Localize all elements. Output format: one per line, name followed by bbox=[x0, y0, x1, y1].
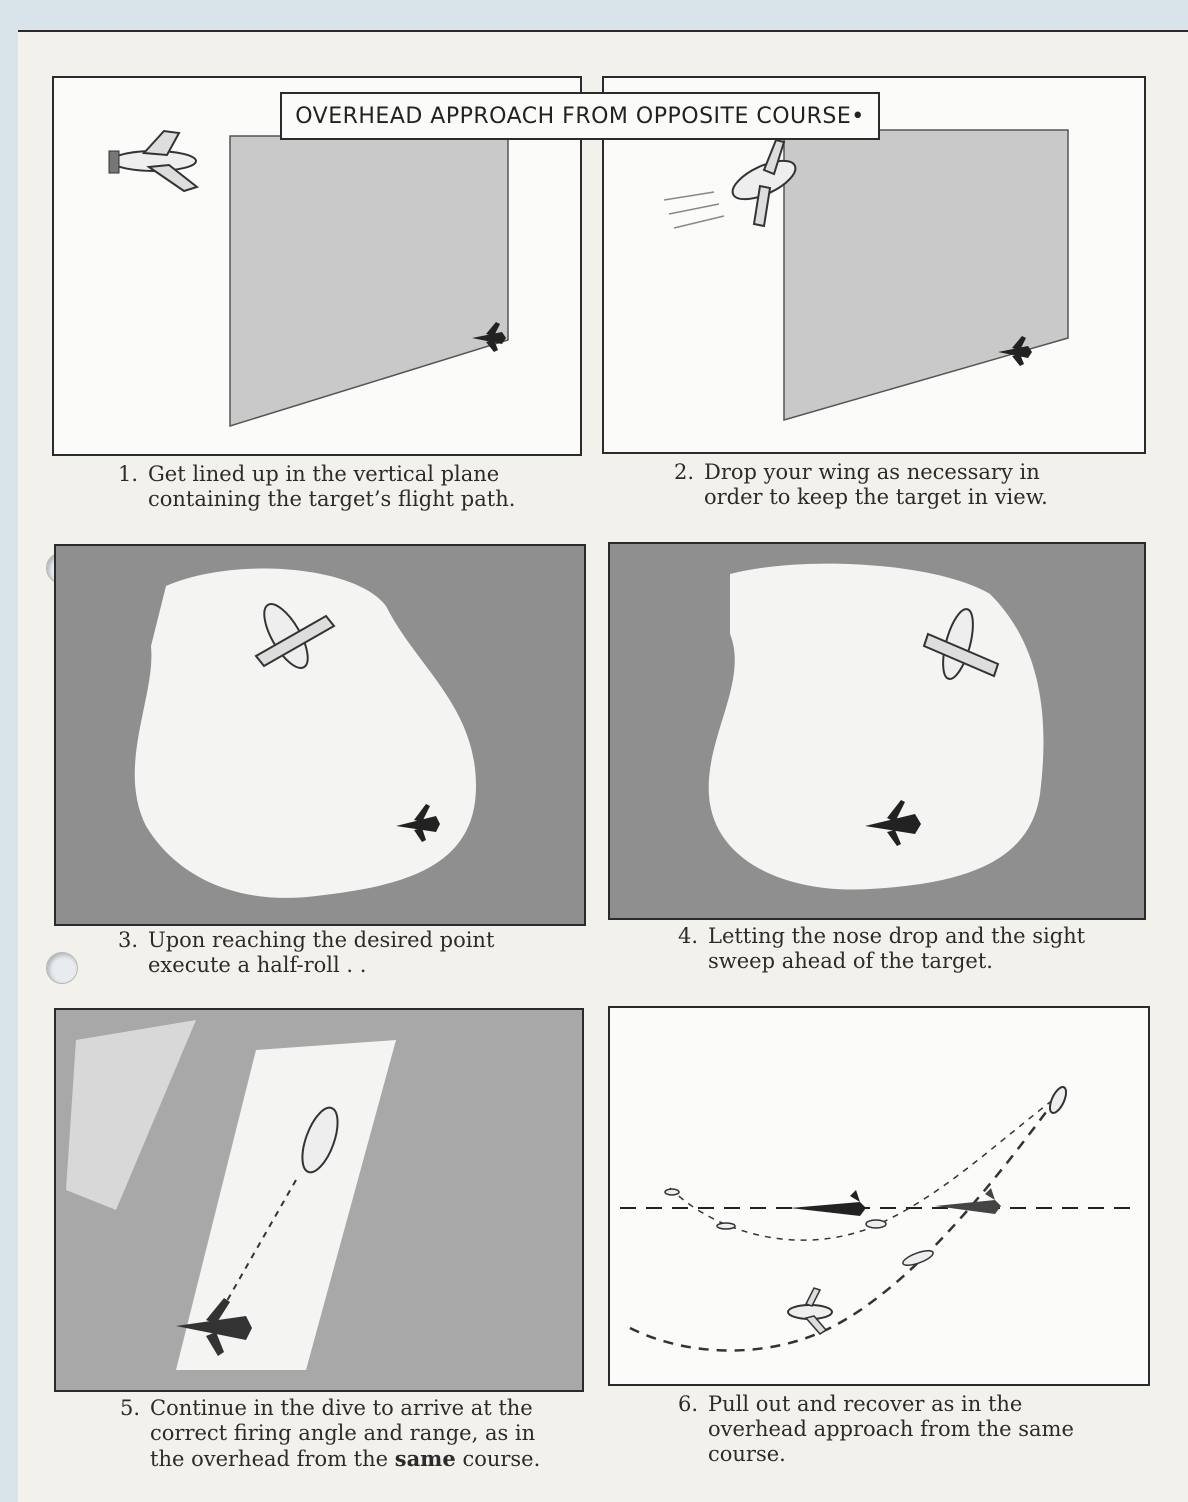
illustration-panel-6 bbox=[608, 1006, 1150, 1386]
firing-line bbox=[215, 1179, 297, 1321]
caption-text: Continue in the dive to arrive at the co… bbox=[150, 1396, 544, 1472]
caption-text: Get lined up in the vertical plane conta… bbox=[148, 462, 516, 511]
illustration-panel-5 bbox=[54, 1008, 584, 1392]
caption-number: 5. bbox=[120, 1396, 141, 1420]
illustration-panel-3 bbox=[54, 544, 586, 926]
caption-text: Upon reaching the desired point execute … bbox=[148, 928, 495, 977]
target-plane-icon bbox=[472, 322, 506, 352]
fighter-plane-diving-icon bbox=[922, 608, 1000, 680]
caption-3: 3. Upon reaching the desired point execu… bbox=[118, 928, 538, 978]
cloud-opening bbox=[708, 563, 1044, 890]
caption-text: Drop your wing as necessary in order to … bbox=[704, 460, 1048, 509]
vertical-plane-shape bbox=[229, 135, 509, 428]
caption-number: 6. bbox=[678, 1392, 699, 1416]
caption-4: 4. Letting the nose drop and the sight s… bbox=[678, 924, 1088, 974]
page-title: OVERHEAD APPROACH FROM OPPOSITE COURSE• bbox=[280, 92, 880, 140]
target-plane-icon bbox=[998, 336, 1032, 366]
target-plane-icon bbox=[396, 804, 440, 842]
vertical-plane-shape bbox=[783, 129, 1069, 421]
caption-text: Pull out and recover as in the overhead … bbox=[708, 1392, 1074, 1466]
caption-1: 1. Get lined up in the vertical plane co… bbox=[118, 462, 538, 512]
fighter-plane-icon bbox=[716, 1222, 736, 1230]
caption-number: 2. bbox=[674, 460, 695, 484]
fighter-plane-icon bbox=[902, 1250, 934, 1266]
fighter-plane-rolling-icon bbox=[254, 603, 336, 669]
target-plane-icon bbox=[176, 1298, 252, 1356]
fighter-plane-banking-icon bbox=[663, 138, 797, 229]
fighter-plane-icon bbox=[1048, 1086, 1068, 1114]
cloud-opening bbox=[134, 568, 476, 898]
caption-text-bold: same bbox=[394, 1446, 456, 1471]
manual-page: OVERHEAD APPROACH FROM OPPOSITE COURSE• … bbox=[18, 30, 1188, 1502]
caption-6: 6. Pull out and recover as in the overhe… bbox=[678, 1392, 1088, 1467]
caption-number: 3. bbox=[118, 928, 139, 952]
caption-2: 2. Drop your wing as necessary in order … bbox=[674, 460, 1084, 510]
caption-text: Letting the nose drop and the sight swee… bbox=[708, 924, 1086, 973]
caption-number: 4. bbox=[678, 924, 699, 948]
fighter-plane-icon bbox=[664, 1188, 680, 1196]
fighter-plane-icon bbox=[865, 1219, 887, 1229]
caption-5: 5. Continue in the dive to arrive at the… bbox=[120, 1396, 544, 1472]
caption-text-part: Continue in the dive to arrive at the co… bbox=[150, 1396, 536, 1471]
approach-path-2 bbox=[629, 1095, 1060, 1352]
target-plane-icon bbox=[935, 1188, 1001, 1214]
binder-hole-bottom bbox=[46, 952, 78, 984]
sky-gap bbox=[176, 1040, 396, 1370]
caption-text-part: course. bbox=[455, 1447, 541, 1471]
fighter-plane-icon bbox=[108, 129, 200, 193]
fighter-plane-icon bbox=[787, 1287, 833, 1335]
caption-number: 1. bbox=[118, 462, 139, 486]
illustration-panel-4 bbox=[608, 542, 1146, 920]
target-plane-icon bbox=[865, 800, 921, 846]
fighter-plane-diving-icon bbox=[301, 1106, 339, 1174]
approach-path-1 bbox=[669, 1095, 1059, 1241]
target-plane-icon bbox=[790, 1190, 866, 1216]
